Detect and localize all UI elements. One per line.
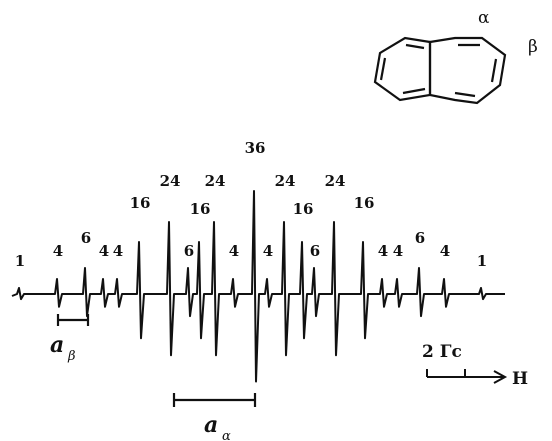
spectrum-trace bbox=[11, 190, 505, 383]
inner-double-bond-5 bbox=[490, 58, 498, 83]
peak-label-20: 6 bbox=[415, 229, 425, 247]
peak-label-11: 36 bbox=[245, 139, 266, 157]
peak-label-15: 6 bbox=[310, 242, 320, 260]
beta-coupling-subscript: β bbox=[67, 349, 76, 364]
peak-label-2: 6 bbox=[81, 229, 91, 247]
peak-label-22: 1 bbox=[477, 252, 487, 270]
field-axis-label: H bbox=[512, 369, 528, 389]
alpha-position-label: α bbox=[478, 8, 490, 28]
inner-double-bond-2 bbox=[405, 43, 425, 50]
peak-label-1: 4 bbox=[53, 242, 63, 260]
peak-label-19: 4 bbox=[393, 242, 403, 260]
peak-label-18: 4 bbox=[378, 242, 388, 260]
peak-label-6: 24 bbox=[160, 172, 181, 190]
beta-coupling-bracket bbox=[56, 314, 90, 326]
alpha-coupling-bracket bbox=[172, 393, 257, 407]
peak-label-13: 24 bbox=[275, 172, 296, 190]
peak-label-7: 6 bbox=[184, 242, 194, 260]
epr-spectrum bbox=[11, 190, 505, 383]
peak-label-14: 16 bbox=[293, 200, 314, 218]
peak-label-10: 4 bbox=[229, 242, 239, 260]
beta-coupling-symbol: a bbox=[50, 332, 64, 358]
beta-position-label: β bbox=[528, 37, 538, 57]
peak-label-17: 16 bbox=[354, 194, 375, 212]
inner-double-bond-1 bbox=[379, 57, 387, 81]
field-scale-arrow bbox=[426, 369, 508, 384]
peak-label-4: 4 bbox=[113, 242, 123, 260]
peak-label-8: 16 bbox=[190, 200, 211, 218]
inner-double-bond-6 bbox=[454, 91, 476, 98]
peak-label-3: 4 bbox=[99, 242, 109, 260]
right-ring bbox=[428, 36, 507, 105]
peak-label-9: 24 bbox=[205, 172, 226, 190]
scale-label: 2 Гс bbox=[422, 342, 462, 362]
alpha-coupling-symbol: a bbox=[204, 412, 218, 438]
peak-label-12: 4 bbox=[263, 242, 273, 260]
inner-double-bond-3 bbox=[402, 87, 426, 95]
peak-label-5: 16 bbox=[130, 194, 151, 212]
peak-label-21: 4 bbox=[440, 242, 450, 260]
peak-label-0: 1 bbox=[15, 252, 25, 270]
alpha-coupling-subscript: α bbox=[222, 429, 231, 441]
peak-label-16: 24 bbox=[325, 172, 346, 190]
naphthalene-structure bbox=[373, 36, 507, 105]
